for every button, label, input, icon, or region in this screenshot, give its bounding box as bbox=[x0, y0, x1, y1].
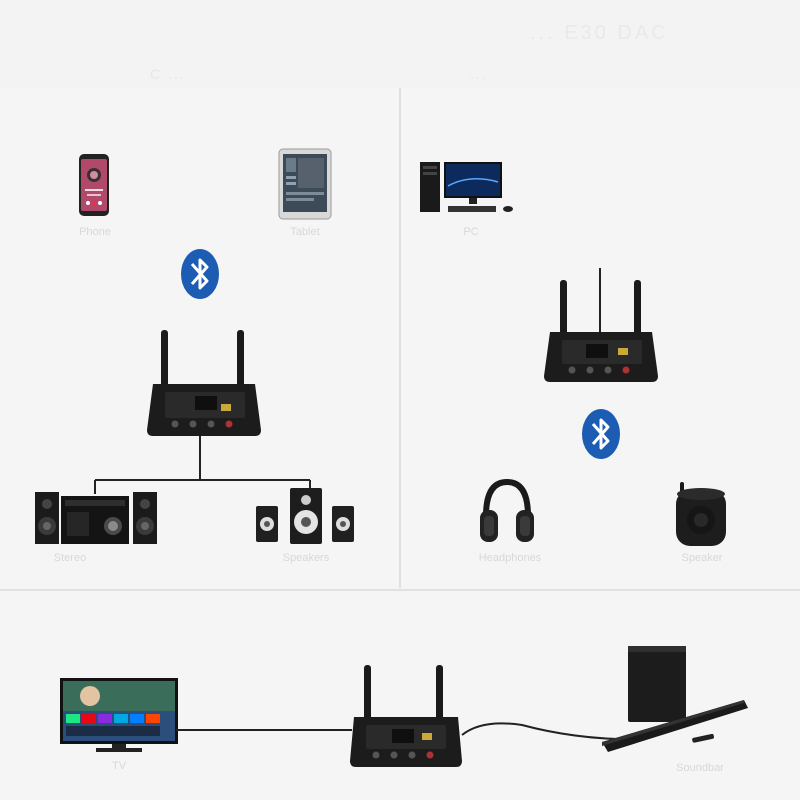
tablet-icon bbox=[278, 148, 332, 220]
bluetooth-speaker-icon bbox=[676, 482, 726, 546]
bluetooth-receiver-icon bbox=[147, 330, 261, 436]
headphones-label: Headphones bbox=[478, 552, 542, 564]
audio-cable-curve bbox=[461, 722, 647, 741]
speaker-label: Speaker bbox=[681, 552, 723, 564]
audio-cable-lines bbox=[94, 436, 311, 494]
bluetooth-adapter-icon bbox=[350, 665, 462, 767]
computer-speakers-icon bbox=[256, 488, 354, 544]
vertical-divider bbox=[399, 88, 401, 588]
tv-icon bbox=[60, 678, 178, 752]
page-title: ... E30 DAC bbox=[530, 22, 669, 44]
hifi-stereo-icon bbox=[35, 492, 157, 544]
speakers-label: Speakers bbox=[282, 552, 330, 564]
horizontal-divider bbox=[0, 589, 800, 591]
tablet-label: Tablet bbox=[290, 226, 320, 238]
phone-label: Phone bbox=[79, 226, 111, 238]
bluetooth-icon bbox=[181, 249, 219, 299]
headphones-icon bbox=[480, 478, 534, 542]
soundbar-label: Soundbar bbox=[676, 762, 724, 774]
soundbar-icon bbox=[602, 646, 748, 752]
bluetooth-icon bbox=[582, 409, 620, 459]
subtitle-right: ... bbox=[470, 66, 488, 82]
tv-label: TV bbox=[111, 760, 127, 772]
bluetooth-transmitter-icon bbox=[544, 268, 658, 382]
subtitle-left: C ... bbox=[150, 66, 186, 82]
pc-label: PC bbox=[463, 226, 479, 238]
stereo-label: Stereo bbox=[53, 552, 87, 564]
smartphone-icon bbox=[79, 154, 109, 216]
optical-cable-line bbox=[176, 729, 352, 731]
desktop-pc-icon bbox=[420, 162, 513, 212]
